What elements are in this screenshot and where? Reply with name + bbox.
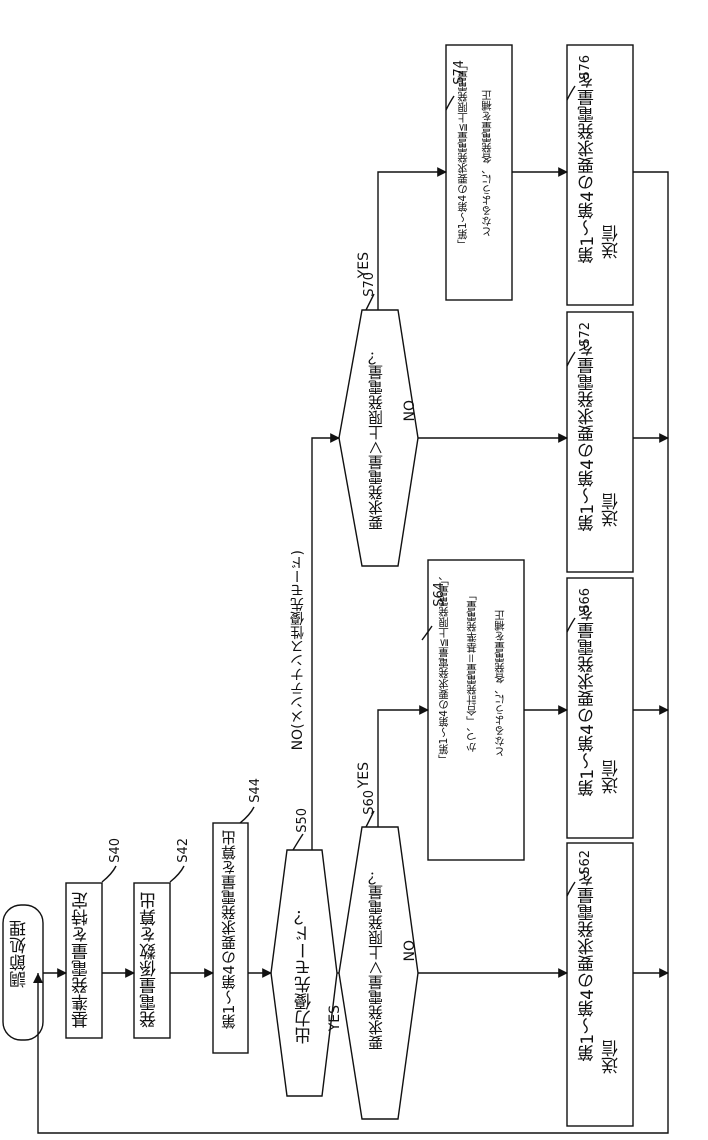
step-text-s66-line1: 第1～第4の要求発電量を: [578, 605, 599, 797]
step-text-s66-line2: 送信: [602, 760, 623, 794]
branch-label-s60-no: NO: [402, 940, 420, 962]
step-text-s74-line1: 「第1～第4の要求発電量≦上限発電量」: [457, 60, 470, 250]
step-text-s76-line1: 第1～第4の要求発電量を: [578, 72, 599, 264]
step-text-s62-line1: 第1～第4の要求発電量を: [578, 870, 599, 1062]
step-label-s50: S50: [295, 808, 311, 833]
step-label-s60: S60: [362, 790, 378, 815]
box-s76: [567, 45, 633, 305]
start-terminal-label: 調節処理: [10, 920, 31, 988]
step-text-s64-line3: となるように、各発電量を補正: [494, 610, 507, 757]
step-text-s76-line2: 送信: [602, 225, 623, 259]
decision-text-s70: 要求発電量＞上限発電量？: [367, 350, 386, 530]
step-text-s44: 第1～第4の要求発電量を算出: [220, 830, 239, 1029]
step-label-s42: S42: [176, 838, 192, 863]
step-text-s64-line1: 「第1～第4の要求発電量≦上限発電量」、: [438, 570, 451, 765]
branch-label-s70-no: NO: [402, 400, 420, 422]
step-text-s64-line2: かつ、「合計発電量＝基準発電量」: [466, 590, 479, 753]
step-text-s74-line2: となるように、各発電量を補正: [481, 90, 494, 237]
decision-text-s60: 要求発電量＞上限発電量？: [367, 870, 386, 1050]
step-text-s62-line2: 送信: [602, 1040, 623, 1074]
step-text-s72-line2: 送信: [602, 493, 623, 527]
step-label-s40: S40: [108, 838, 124, 863]
box-s62: [567, 843, 633, 1126]
decision-text-s50: 出力優先モード？: [295, 908, 316, 1044]
branch-label-s50-yes: YES: [327, 1005, 345, 1031]
step-text-s42: 発電量係数を算出: [140, 892, 161, 1028]
step-text-s72-line1: 第1～第4の要求発電量を: [578, 340, 599, 532]
branch-label-s60-yes: YES: [356, 762, 374, 788]
box-s66: [567, 578, 633, 838]
branch-label-s70-yes: YES: [356, 252, 374, 278]
step-label-s44: S44: [248, 778, 264, 803]
box-s72: [567, 312, 633, 572]
step-text-s40: 基準発電量を特定: [72, 892, 93, 1028]
branch-label-s50-no: NO(メンテナンス性優先モード): [290, 550, 308, 750]
